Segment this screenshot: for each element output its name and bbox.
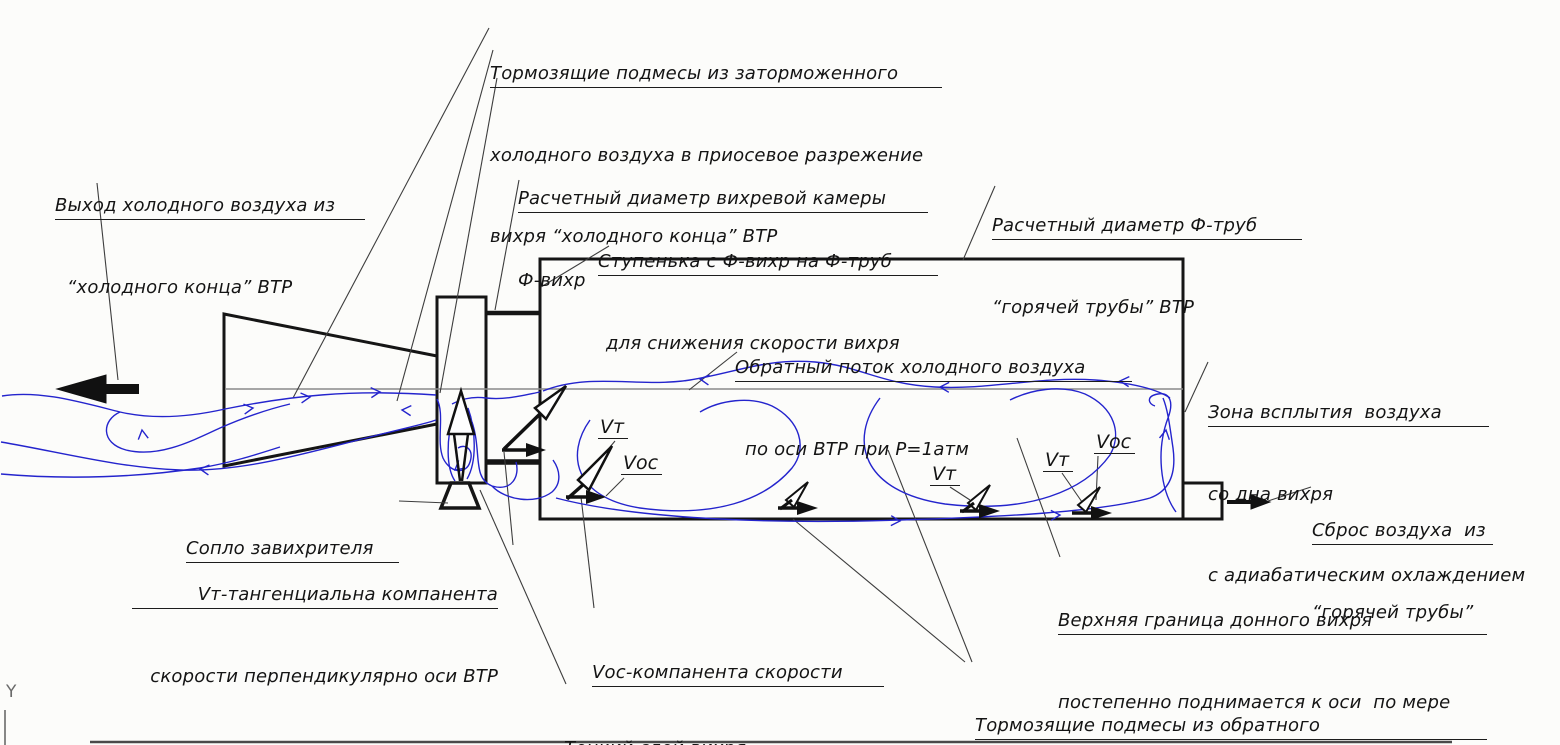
- leader-lines: [96, 27, 1312, 685]
- velocity-combo-mid1: [778, 481, 818, 515]
- label-step: Ступенька с Ф-вихр на Ф-труб для снижени…: [598, 194, 938, 411]
- label-vt-3: Vт: [1043, 449, 1074, 472]
- velocity-decomposition-1: [502, 384, 568, 457]
- label-vos-component: Vос-компанента скорости вдоль оси ВТР: [592, 605, 884, 745]
- velocity-combo-mid3: [1072, 486, 1112, 520]
- label-hot-discharge: Сброс воздуха из “горячей трубы”: [1312, 463, 1493, 680]
- label-thin-layer: Тонкий слой вихря на дне вихревой камеры…: [564, 681, 874, 745]
- label-bottom-vortex-boundary: Верхняя граница донного вихря постепенно…: [1058, 553, 1487, 745]
- label-braking-admix-bottom: Тормозящие подмесы из обратного потока х…: [975, 658, 1487, 745]
- swirler-nozzle-shape: [438, 481, 482, 510]
- ucs-y-axis-label: Y: [6, 682, 17, 702]
- label-vos-2: Vос: [1094, 431, 1136, 454]
- label-vt-2: Vт: [930, 463, 961, 486]
- chamber-axial-arrow: [446, 386, 476, 482]
- label-rise-zone: Зона всплытия воздуха со дна вихря с ади…: [1208, 345, 1525, 643]
- label-vt-1: Vт: [598, 416, 629, 439]
- label-braking-admix-top: Тормозящие подмесы из заторможенного хол…: [490, 6, 942, 304]
- label-vortex-chamber-diameter: Расчетный диаметр вихревой камеры Ф-вихр: [518, 131, 928, 348]
- cold-exit-arrow: [55, 374, 139, 404]
- hot-discharge-arrow: [1227, 494, 1272, 510]
- velocity-decomposition-2: [565, 445, 614, 504]
- velocity-combo-mid2: [960, 484, 1000, 518]
- label-cold-exit: Выход холодного воздуха из “холодного ко…: [55, 138, 365, 355]
- cold-diffuser-outline: [222, 312, 439, 468]
- label-reverse-flow: Обратный поток холодного воздуха по оси …: [735, 300, 1132, 517]
- label-hot-tube-diameter: Расчетный диаметр Ф-труб “горячей трубы”…: [992, 158, 1302, 375]
- label-vt-component: Vт-тангенциальна компанента скорости пер…: [132, 527, 498, 745]
- label-vos-1: Vос: [621, 452, 663, 475]
- label-swirler-nozzle: Сопло завихрителя: [186, 481, 399, 617]
